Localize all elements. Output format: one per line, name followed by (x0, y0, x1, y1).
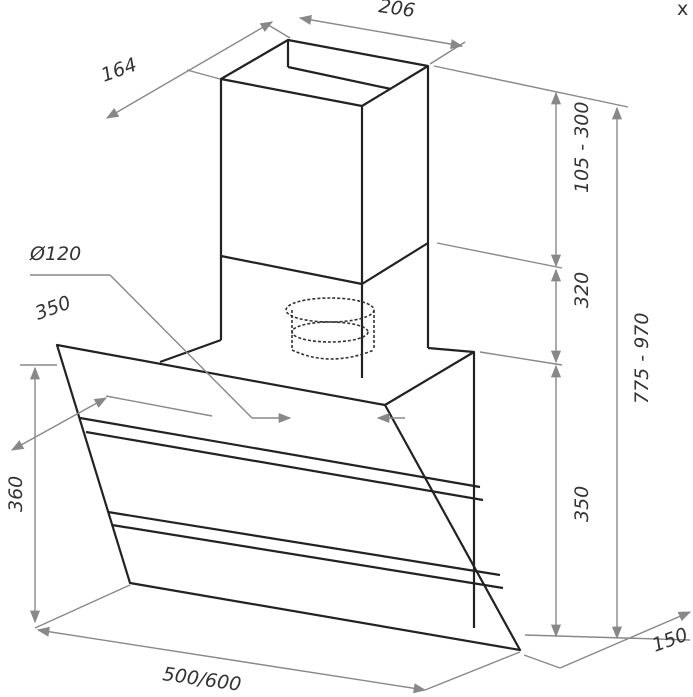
dim-body-height: 350 (571, 486, 593, 522)
close-button[interactable]: x (677, 0, 689, 20)
dim-chimney-width: 206 (377, 0, 416, 22)
dim-total-height: 775 - 970 (631, 313, 653, 404)
dimension-lines (10, 14, 692, 694)
dim-base-depth: 350 (32, 292, 74, 325)
duct-outlet (285, 297, 375, 360)
dim-chimney-depth: 164 (98, 54, 140, 87)
hood-body (159, 338, 476, 628)
dim-chimney-upper: 105 - 300 (571, 102, 593, 193)
dim-depth-bottom: 150 (649, 624, 691, 657)
dim-width: 500/600 (161, 663, 242, 696)
glass-panel (55, 343, 522, 652)
dim-duct-diameter: Ø120 (29, 243, 81, 265)
dim-panel-height: 360 (5, 476, 27, 512)
dim-chimney-lower: 320 (571, 272, 593, 308)
chimney (219, 38, 430, 378)
